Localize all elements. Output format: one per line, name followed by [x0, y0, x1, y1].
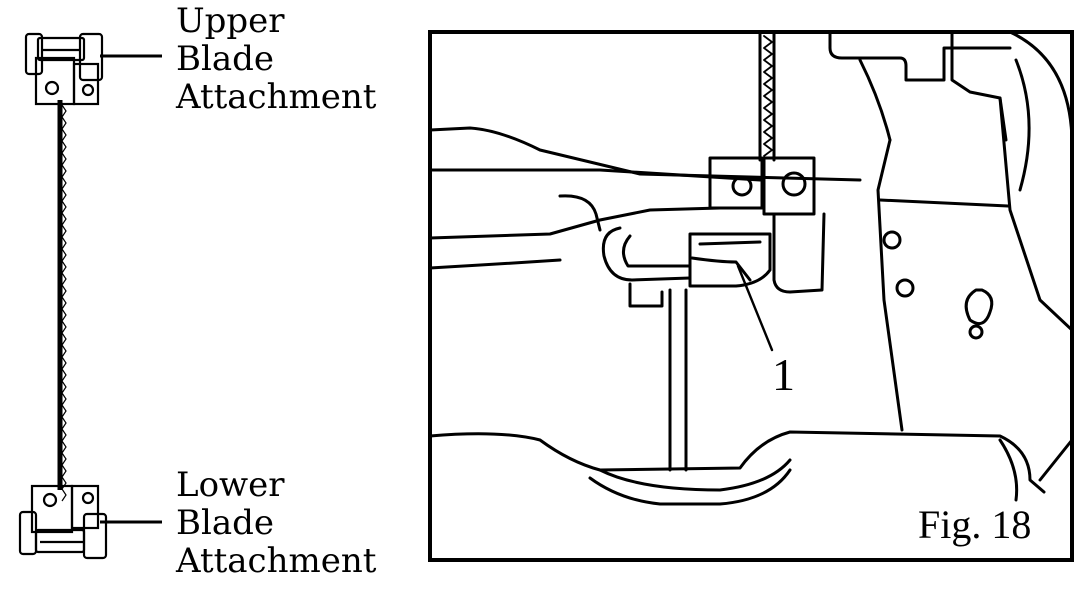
lower-blade-attachment-label: Lower Blade Attachment	[176, 466, 376, 580]
blade-assembly	[18, 32, 162, 560]
lower-label-line-1: Lower	[176, 465, 285, 505]
callout-number: 1	[772, 349, 795, 400]
blade-teeth	[61, 104, 67, 502]
figure-frame	[428, 30, 1074, 562]
lower-label-line-2: Blade	[176, 503, 275, 543]
upper-blade-attachment-label: Upper Blade Attachment	[176, 2, 376, 116]
upper-label-line-3: Attachment	[176, 77, 377, 117]
figure-panel	[428, 30, 1074, 562]
lower-blade-attachment	[18, 484, 108, 560]
saw-mechanism-drawing	[430, 32, 1072, 506]
upper-label-line-2: Blade	[176, 39, 275, 79]
upper-blade-attachment	[24, 32, 104, 106]
figure-caption: Fig. 18	[918, 502, 1032, 547]
lower-label-line-3: Attachment	[176, 541, 377, 581]
upper-label-line-1: Upper	[176, 1, 285, 41]
